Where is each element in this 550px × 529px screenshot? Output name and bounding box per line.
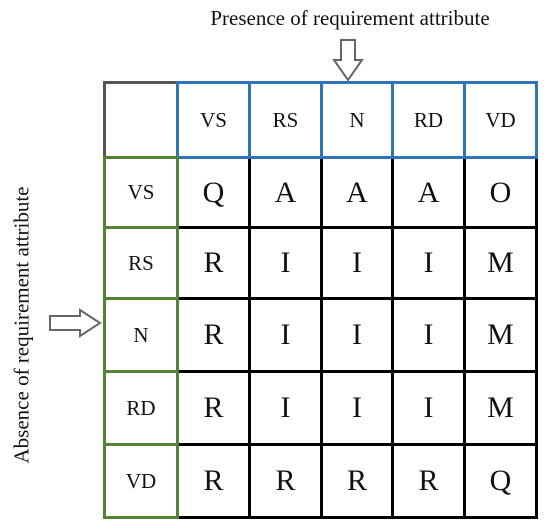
matrix-cell: I bbox=[320, 297, 394, 373]
matrix-cell: I bbox=[320, 370, 394, 446]
matrix-cell: I bbox=[391, 226, 466, 300]
column-header-cell: VS bbox=[176, 81, 251, 159]
matrix-cell: Q bbox=[176, 156, 251, 229]
column-header-cell: RD bbox=[391, 81, 466, 159]
row-header-cell: VD bbox=[103, 443, 179, 519]
matrix-cell: O bbox=[463, 156, 538, 229]
matrix-cell: I bbox=[248, 297, 323, 373]
matrix-cell: R bbox=[248, 443, 323, 519]
column-header-cell: N bbox=[320, 81, 394, 159]
row-header-cell: RS bbox=[103, 226, 179, 300]
matrix-cell: I bbox=[248, 370, 323, 446]
matrix-cell: R bbox=[176, 370, 251, 446]
matrix-cell: R bbox=[391, 443, 466, 519]
matrix-cell: A bbox=[391, 156, 466, 229]
presence-attribute-label: Presence of requirement attribute bbox=[210, 6, 490, 30]
row-header-cell: N bbox=[103, 297, 179, 373]
column-header-cell: VD bbox=[463, 81, 538, 159]
column-header-cell: RS bbox=[248, 81, 323, 159]
matrix-cell: R bbox=[176, 297, 251, 373]
matrix-cell: I bbox=[320, 226, 394, 300]
matrix-cell: R bbox=[320, 443, 394, 519]
matrix-cell: I bbox=[391, 297, 466, 373]
matrix-cell: A bbox=[248, 156, 323, 229]
down-arrow-icon bbox=[332, 39, 364, 82]
matrix-cell: M bbox=[463, 370, 538, 446]
matrix-cell: R bbox=[176, 226, 251, 300]
row-header-cell: RD bbox=[103, 370, 179, 446]
matrix-cell: I bbox=[391, 370, 466, 446]
matrix-cell: M bbox=[463, 297, 538, 373]
right-arrow-icon bbox=[49, 308, 102, 338]
matrix-cell: I bbox=[248, 226, 323, 300]
row-header-cell: VS bbox=[103, 156, 179, 229]
matrix-cell: M bbox=[463, 226, 538, 300]
matrix-cell: R bbox=[176, 443, 251, 519]
matrix-cell: Q bbox=[463, 443, 538, 519]
corner-cell bbox=[103, 81, 179, 159]
matrix-cell: A bbox=[320, 156, 394, 229]
